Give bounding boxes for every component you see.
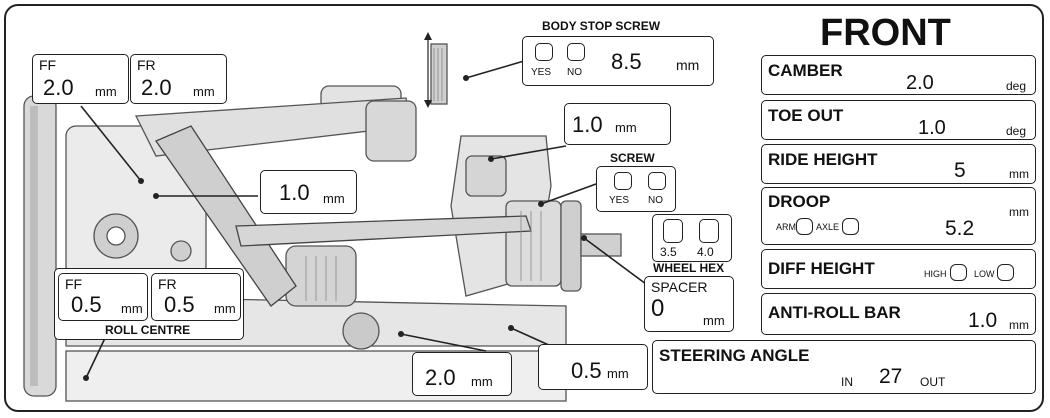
lower-shim-box: 2.0 mm <box>412 352 512 396</box>
wheel-hex-35-checkbox[interactable] <box>663 219 683 243</box>
toe-out-label: TOE OUT <box>768 106 844 125</box>
camber-box: CAMBER 2.0 deg <box>761 55 1036 95</box>
ride-height-label: RIDE HEIGHT <box>768 150 878 169</box>
upper-shim-box: 1.0 mm <box>564 103 671 145</box>
mid-shim-box: 1.0 mm <box>260 170 357 214</box>
upper-link-ff-box: FF 2.0 mm <box>32 54 129 104</box>
diff-height-label: DIFF HEIGHT <box>768 259 875 278</box>
lower-right-shim-box: 0.5 mm <box>538 344 648 390</box>
upper-link-fr-value: 2.0 <box>141 75 172 100</box>
spacer-label: SPACER <box>651 279 708 295</box>
droop-unit: mm <box>1009 205 1029 219</box>
body-stop-yes-label: YES <box>531 67 552 78</box>
wheel-hex-35-label: 3.5 <box>660 245 677 259</box>
lower-right-shim-unit: mm <box>607 366 629 381</box>
anti-roll-bar-label: ANTI-ROLL BAR <box>768 303 901 322</box>
page-title: FRONT <box>820 12 951 54</box>
toe-out-value: 1.0 <box>918 117 946 139</box>
roll-centre-box: FF 0.5 mm FR 0.5 mm ROLL CENTRE <box>54 268 244 340</box>
mid-shim-unit: mm <box>323 191 345 206</box>
screw-yes-checkbox[interactable] <box>614 172 632 190</box>
spacer-box: SPACER 0 mm <box>644 276 734 332</box>
roll-centre-ff-value: 0.5 <box>71 292 102 317</box>
upper-link-fr-label: FR <box>137 57 156 73</box>
upper-link-fr-box: FR 2.0 mm <box>130 54 227 104</box>
screw-yes-label: YES <box>609 195 630 206</box>
upper-shim-value: 1.0 <box>572 112 603 137</box>
toe-out-box: TOE OUT 1.0 deg <box>761 100 1036 140</box>
anti-roll-bar-value: 1.0 <box>968 309 998 332</box>
body-stop-unit: mm <box>676 57 700 73</box>
body-stop-no-checkbox[interactable] <box>567 43 585 61</box>
body-stop-no-label: NO <box>567 67 582 78</box>
camber-unit: deg <box>1006 79 1027 93</box>
droop-arm-checkbox[interactable] <box>796 218 813 235</box>
wheel-hex-40-checkbox[interactable] <box>699 219 719 243</box>
steering-angle-in-label: IN <box>841 375 853 389</box>
roll-centre-ff-unit: mm <box>121 301 143 316</box>
steering-angle-out-label: OUT <box>920 375 946 389</box>
steering-angle-label: STEERING ANGLE <box>659 346 810 365</box>
mid-shim-value: 1.0 <box>279 180 310 205</box>
wheel-hex-label: WHEEL HEX <box>653 261 725 275</box>
upper-link-ff-label: FF <box>39 57 57 73</box>
toe-out-unit: deg <box>1006 124 1027 138</box>
spacer-unit: mm <box>703 313 725 328</box>
diff-height-high-checkbox[interactable] <box>950 264 967 281</box>
roll-centre-fr-label: FR <box>158 276 177 292</box>
wheel-hex-box: 3.5 4.0 <box>652 214 732 262</box>
droop-axle-label: AXLE <box>816 222 840 232</box>
steering-angle-box: STEERING ANGLE IN 27 OUT <box>652 340 1036 394</box>
ride-height-value: 5 <box>954 159 966 182</box>
roll-centre-ff-box: FF 0.5 mm <box>58 273 148 321</box>
screw-no-label: NO <box>648 195 663 206</box>
body-stop-yes-checkbox[interactable] <box>535 43 553 61</box>
lower-shim-value: 2.0 <box>425 365 456 390</box>
setup-sheet-frame: BODY STOP SCREW YES NO 8.5 mm FF 2.0 mm … <box>4 4 1044 412</box>
diff-height-high-label: HIGH <box>924 269 947 279</box>
roll-centre-label: ROLL CENTRE <box>105 323 191 337</box>
ride-height-box: RIDE HEIGHT 5 mm <box>761 144 1036 184</box>
screw-box: YES NO <box>596 166 676 212</box>
droop-value: 5.2 <box>945 217 975 240</box>
lower-shim-unit: mm <box>471 374 493 389</box>
camber-value: 2.0 <box>906 72 934 94</box>
spacer-value: 0 <box>651 295 665 322</box>
upper-shim-unit: mm <box>615 120 637 135</box>
ride-height-unit: mm <box>1009 167 1029 181</box>
steering-angle-value: 27 <box>879 365 903 388</box>
upper-link-ff-value: 2.0 <box>43 75 74 100</box>
lower-right-shim-value: 0.5 <box>571 358 602 383</box>
upper-link-ff-unit: mm <box>95 84 117 99</box>
droop-box: DROOP mm ARM AXLE 5.2 <box>761 187 1036 245</box>
front-suspension-drawing <box>23 32 647 402</box>
roll-centre-fr-box: FR 0.5 mm <box>151 273 241 321</box>
droop-axle-checkbox[interactable] <box>842 218 859 235</box>
roll-centre-fr-value: 0.5 <box>164 292 195 317</box>
droop-label: DROOP <box>768 192 831 211</box>
diff-height-box: DIFF HEIGHT HIGH LOW <box>761 249 1036 289</box>
droop-arm-label: ARM <box>776 222 796 232</box>
anti-roll-bar-unit: mm <box>1009 318 1029 332</box>
diff-height-low-label: LOW <box>974 269 995 279</box>
body-stop-screw-label: BODY STOP SCREW <box>542 19 661 33</box>
screw-no-checkbox[interactable] <box>648 172 666 190</box>
body-stop-value: 8.5 <box>611 49 642 74</box>
roll-centre-ff-label: FF <box>65 276 83 292</box>
anti-roll-bar-box: ANTI-ROLL BAR 1.0 mm <box>761 293 1036 335</box>
camber-label: CAMBER <box>768 61 843 80</box>
roll-centre-fr-unit: mm <box>214 301 236 316</box>
diff-height-low-checkbox[interactable] <box>997 264 1014 281</box>
body-stop-screw-box: YES NO 8.5 mm <box>522 36 714 86</box>
screw-label: SCREW <box>610 151 655 165</box>
wheel-hex-40-label: 4.0 <box>697 245 714 259</box>
upper-link-fr-unit: mm <box>193 84 215 99</box>
